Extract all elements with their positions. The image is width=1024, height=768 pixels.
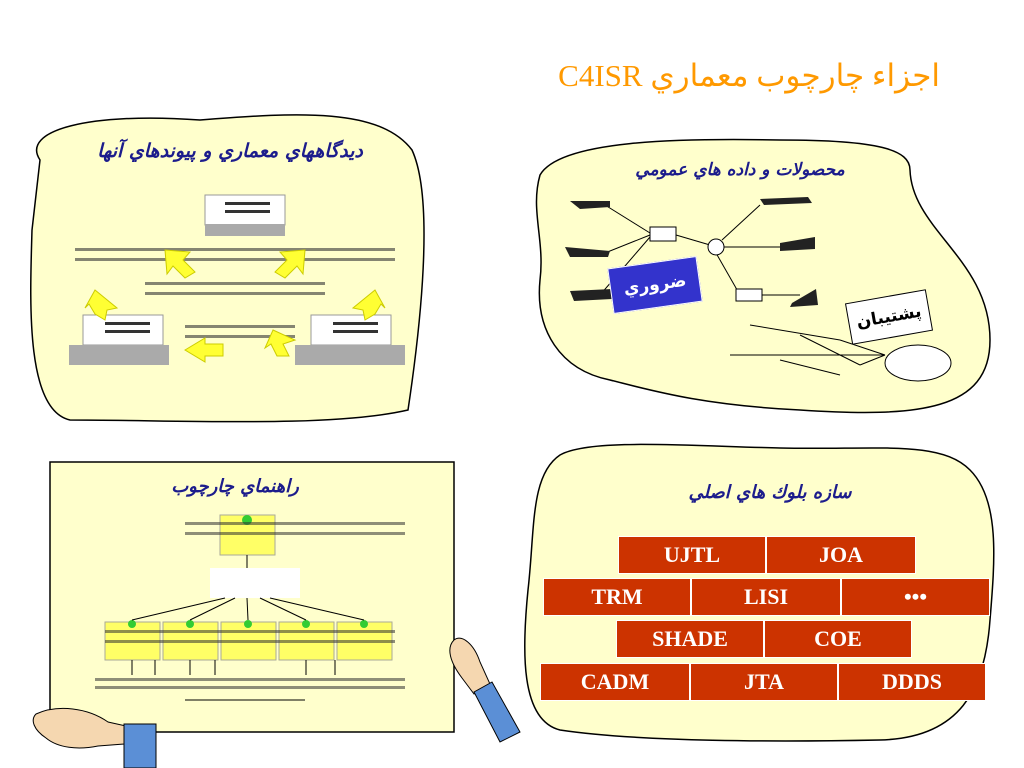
ship-icon: [565, 247, 610, 257]
products-panel-title: محصولات و داده هاي عمومي: [635, 160, 845, 180]
arrow-icon: [84, 289, 119, 321]
brick-more: •••: [841, 578, 990, 616]
brick-ddds: DDDS: [838, 663, 986, 701]
guide-mid-box: [210, 568, 300, 598]
node-box-1: [649, 226, 677, 242]
brick-lisi: LISI: [691, 578, 841, 616]
brick-ujtl: UJTL: [618, 536, 766, 574]
views-diagram: [69, 194, 405, 365]
brick-shade: SHADE: [616, 620, 764, 658]
node-box-2: [735, 288, 763, 302]
views-panel-title: ديدگاههاي معماري و پيوندهاي آنها: [97, 140, 363, 162]
hand-left-icon: [32, 708, 157, 768]
supporting-ellipse: [884, 344, 952, 382]
view-symbol-rows: [75, 202, 395, 338]
brick-trm: TRM: [543, 578, 691, 616]
guide-symbol-rows: [95, 522, 405, 689]
brick-joa: JOA: [766, 536, 916, 574]
brick-cadm: CADM: [540, 663, 690, 701]
guide-panel-title: راهنماي چارچوب: [171, 476, 299, 497]
guide-level-nodes: [128, 620, 368, 628]
helicopter-icon: [570, 201, 610, 209]
tank-icon: [570, 289, 612, 301]
guide-flowchart: [95, 514, 405, 701]
slide-title: اجزاء چارچوب معماري C4ISR: [558, 58, 940, 93]
brick-jta: JTA: [690, 663, 838, 701]
asset-icons: [565, 197, 818, 307]
arrow-icon: [263, 329, 297, 357]
arrow-icon: [164, 249, 196, 279]
arrow-icon: [274, 249, 306, 279]
view-arrows: [84, 249, 386, 363]
destroyer-icon: [790, 289, 818, 307]
brick-coe: COE: [764, 620, 912, 658]
warship-icon: [780, 237, 815, 251]
products-panel-bg: [535, 138, 991, 414]
arrow-icon: [351, 289, 386, 321]
products-diagram: [565, 197, 952, 382]
node-circle: [707, 238, 725, 256]
view-box-top-grey: [205, 224, 285, 236]
view-box-left-grey: [69, 345, 169, 365]
guide-connectors: [131, 555, 365, 701]
blocks-panel-title: سازه بلوك هاي اصلي: [688, 482, 852, 503]
view-box-right-grey: [295, 345, 405, 365]
aircraft-icon: [760, 197, 812, 205]
hand-right-icon: [449, 637, 521, 743]
arrow-icon: [184, 337, 224, 363]
